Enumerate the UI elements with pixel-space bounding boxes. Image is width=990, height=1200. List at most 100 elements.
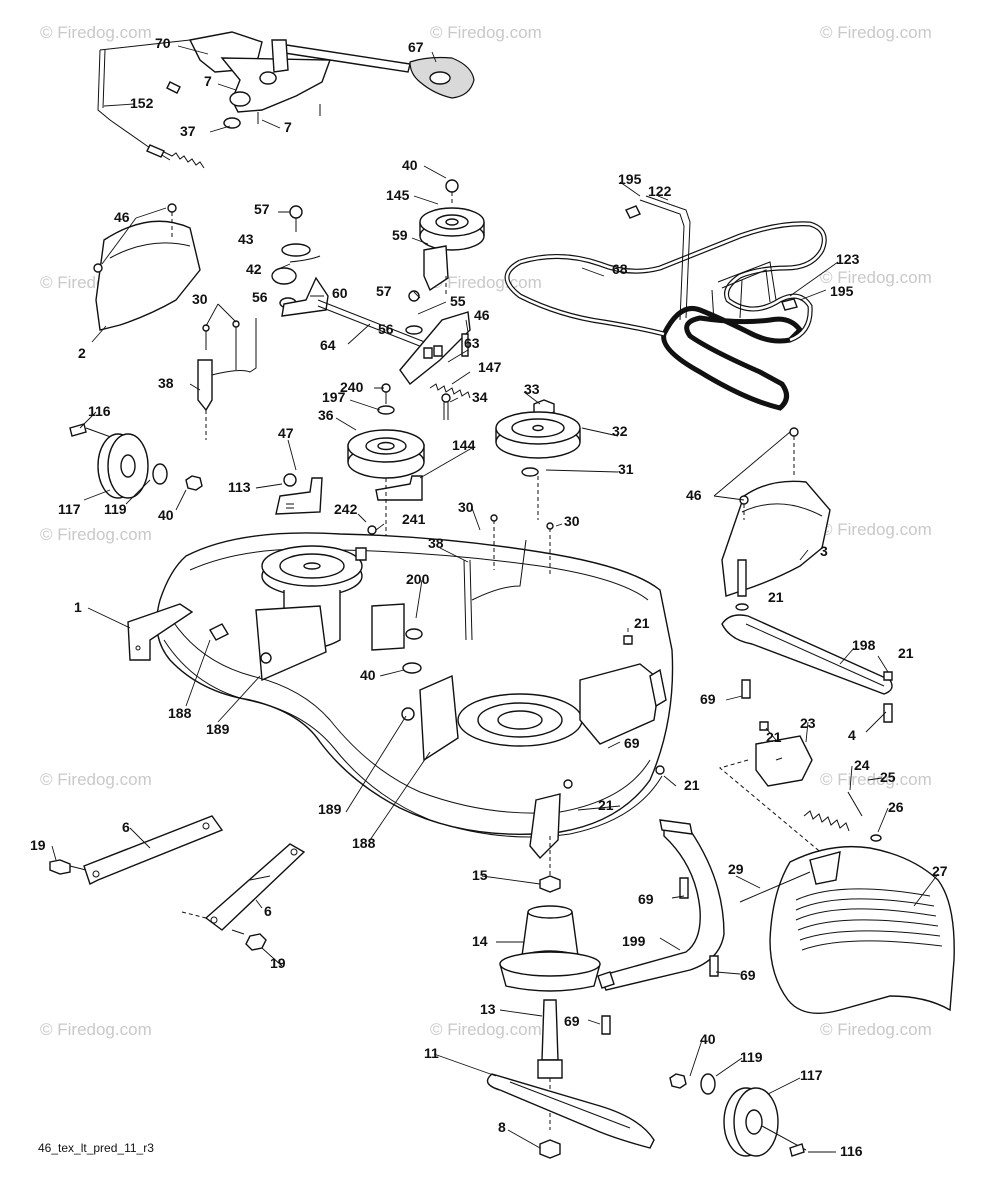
- part-label: 188: [168, 705, 192, 721]
- part-label: 31: [618, 461, 634, 477]
- part-label: 197: [322, 389, 346, 405]
- watermark: © Firedog.com: [820, 1020, 932, 1039]
- part-label: 2: [78, 345, 86, 361]
- part-label: 67: [408, 39, 424, 55]
- part-label: 122: [648, 183, 672, 199]
- part-label: 69: [564, 1013, 580, 1029]
- part-label: 57: [254, 201, 270, 217]
- part-label: 6: [264, 903, 272, 919]
- part-label: 42: [246, 261, 262, 277]
- part-label: 37: [180, 123, 196, 139]
- part-label: 47: [278, 425, 294, 441]
- watermark: © Firedog.com: [40, 770, 152, 789]
- diagram-caption: 46_tex_lt_pred_11_r3: [38, 1141, 154, 1155]
- part-label: 36: [318, 407, 334, 423]
- watermark: © Firedog.com: [820, 520, 932, 539]
- part-label: 21: [768, 589, 784, 605]
- watermark: © Firedog.com: [430, 23, 542, 42]
- part-label: 147: [478, 359, 502, 375]
- part-label: 46: [686, 487, 702, 503]
- discharge-chute: [769, 845, 955, 1014]
- part-label: 40: [360, 667, 376, 683]
- watermarks: © Firedog.com © Firedog.com © Firedog.co…: [40, 23, 932, 1039]
- part-label: 69: [624, 735, 640, 751]
- part-label: 117: [800, 1067, 823, 1083]
- wheel-right: [669, 1073, 807, 1157]
- part-label: 14: [472, 933, 488, 949]
- part-labels: 70 67 7 152 37 7 40 145 195 122 46 57 59…: [30, 35, 948, 1159]
- part-label: 69: [740, 967, 756, 983]
- part-label: 117: [58, 501, 81, 517]
- watermark: © Firedog.com: [40, 525, 152, 544]
- bracket-47: [275, 473, 323, 515]
- belt-cover-right: [721, 427, 831, 611]
- bracket-38-left: [197, 318, 257, 440]
- mower-deck: [155, 514, 674, 860]
- part-label: 57: [376, 283, 392, 299]
- part-label: 38: [158, 375, 174, 391]
- part-label: 189: [318, 801, 342, 817]
- part-label: 56: [252, 289, 268, 305]
- part-label: 40: [402, 157, 418, 173]
- part-label: 63: [464, 335, 480, 351]
- part-label: 21: [598, 797, 614, 813]
- part-label: 116: [88, 403, 111, 419]
- part-label: 123: [836, 251, 860, 267]
- idler-arm-assembly: [271, 205, 471, 399]
- part-label: 119: [740, 1049, 763, 1065]
- part-label: 29: [728, 861, 744, 877]
- part-label: 27: [932, 863, 948, 879]
- part-label: 7: [284, 119, 292, 135]
- part-label: 64: [320, 337, 336, 353]
- part-label: 240: [340, 379, 364, 395]
- part-label: 113: [228, 479, 251, 495]
- watermark: © Firedog.com: [820, 268, 932, 287]
- wheel-left: [69, 423, 203, 499]
- part-label: 119: [104, 501, 127, 517]
- part-label: 21: [898, 645, 914, 661]
- arm-6-right: [181, 843, 306, 951]
- part-label: 21: [766, 729, 782, 745]
- idler-pulley-36: [347, 383, 425, 560]
- part-label: 24: [854, 757, 870, 773]
- pulley-32: [495, 399, 581, 520]
- part-label: 152: [130, 95, 154, 111]
- part-label: 69: [700, 691, 716, 707]
- part-label: 242: [334, 501, 358, 517]
- part-label: 195: [618, 171, 642, 187]
- watermark: © Firedog.com: [40, 23, 152, 42]
- part-label: 21: [684, 777, 700, 793]
- spindle-assembly: [486, 836, 655, 1159]
- guard-199: [597, 819, 725, 991]
- part-label: 26: [888, 799, 904, 815]
- belt-guides: [625, 195, 798, 323]
- part-label: 8: [498, 1119, 506, 1135]
- part-label: 200: [406, 571, 430, 587]
- part-label: 60: [332, 285, 348, 301]
- lift-lever-assembly: [97, 31, 475, 169]
- idler-pulley-145: [419, 179, 485, 296]
- part-label: 30: [564, 513, 580, 529]
- part-label: 43: [238, 231, 254, 247]
- part-label: 11: [424, 1045, 439, 1061]
- watermark: © Firedog.com: [430, 1020, 542, 1039]
- part-label: 25: [880, 769, 896, 785]
- part-label: 241: [402, 511, 426, 527]
- part-label: 59: [392, 227, 408, 243]
- part-label: 145: [386, 187, 410, 203]
- part-label: 70: [155, 35, 171, 51]
- belt-cover-left: [93, 203, 201, 331]
- part-label: 1: [74, 599, 82, 615]
- part-label: 69: [638, 891, 654, 907]
- part-label: 3: [820, 543, 828, 559]
- bolt-34: [441, 393, 451, 420]
- watermark: © Firedog.com: [820, 770, 932, 789]
- part-label: 195: [830, 283, 854, 299]
- part-label: 30: [458, 499, 474, 515]
- watermark: © Firedog.com: [820, 23, 932, 42]
- part-label: 19: [30, 837, 46, 853]
- part-label: 21: [634, 615, 650, 631]
- part-label: 6: [122, 819, 130, 835]
